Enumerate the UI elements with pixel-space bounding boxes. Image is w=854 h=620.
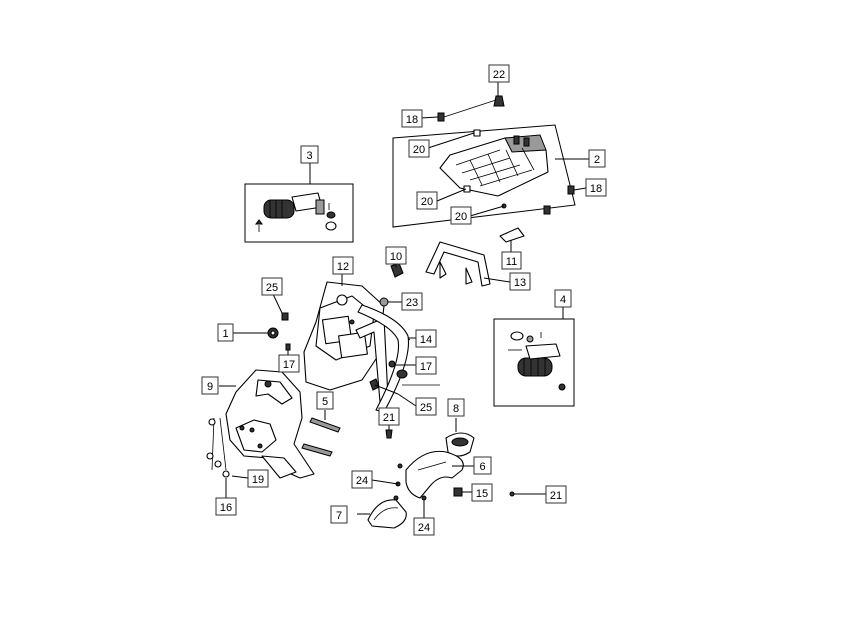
svg-text:9: 9: [207, 381, 213, 393]
part-5-trim-strips: [301, 417, 341, 457]
callout-8: 8: [447, 398, 465, 417]
part-8-cap: [445, 432, 475, 457]
callout-24-lower: 24: [413, 517, 435, 536]
callout-17-left: 17: [278, 354, 300, 373]
svg-text:17: 17: [283, 359, 295, 371]
svg-text:22: 22: [493, 69, 505, 81]
callout-11: 11: [501, 251, 522, 270]
svg-text:13: 13: [514, 277, 526, 289]
svg-text:12: 12: [337, 261, 349, 273]
callout-7: 7: [330, 505, 348, 524]
callout-1: 1: [217, 323, 234, 342]
svg-text:5: 5: [322, 396, 328, 408]
svg-text:20: 20: [455, 211, 467, 223]
callout-15: 15: [471, 483, 493, 502]
svg-text:20: 20: [413, 144, 425, 156]
callout-2: 2: [588, 149, 606, 168]
svg-text:18: 18: [406, 114, 418, 126]
callout-21-center: 21: [378, 407, 400, 426]
callout-25-right: 25: [415, 397, 437, 416]
group-frame-3: [244, 183, 354, 243]
svg-text:14: 14: [420, 334, 432, 346]
group-frame-4: [493, 318, 575, 407]
part-13-bracket: [425, 227, 525, 287]
svg-text:8: 8: [453, 403, 459, 415]
callout-18-right: 18: [585, 178, 607, 197]
callout-25-left: 25: [261, 277, 283, 296]
svg-text:21: 21: [550, 490, 562, 502]
part-9-front-cover: [206, 369, 315, 479]
svg-text:24: 24: [356, 475, 368, 487]
svg-text:10: 10: [390, 251, 402, 263]
svg-text:2: 2: [594, 154, 600, 166]
callout-24-upper: 24: [351, 470, 373, 489]
part-2-handlebar-cover: [437, 95, 575, 215]
part-3-grip-assembly: [255, 192, 337, 232]
svg-text:7: 7: [336, 510, 342, 522]
svg-text:18: 18: [590, 183, 602, 195]
svg-text:11: 11: [506, 256, 517, 268]
callout-10: 10: [385, 246, 407, 265]
part-6-fender: [397, 450, 515, 499]
svg-text:17: 17: [420, 361, 432, 373]
callout-18-top: 18: [401, 109, 423, 128]
callout-12: 12: [332, 256, 354, 275]
callout-20-top: 20: [408, 139, 430, 158]
svg-text:16: 16: [220, 502, 232, 514]
callout-14: 14: [415, 329, 437, 348]
group-frame-2: [392, 124, 576, 228]
svg-text:4: 4: [560, 294, 566, 306]
svg-text:1: 1: [222, 328, 228, 340]
part-10-clip: [390, 262, 404, 278]
callout-20-bottom: 20: [450, 206, 472, 225]
callout-16: 16: [215, 497, 237, 516]
svg-text:25: 25: [266, 282, 278, 294]
svg-text:24: 24: [418, 522, 430, 534]
callout-17-right: 17: [415, 356, 437, 375]
callout-4: 4: [554, 289, 572, 308]
callout-13: 13: [509, 272, 531, 291]
callout-19: 19: [247, 469, 269, 488]
svg-text:6: 6: [479, 461, 485, 473]
callout-22: 22: [488, 64, 510, 83]
svg-text:15: 15: [476, 488, 488, 500]
svg-text:25: 25: [420, 402, 432, 414]
svg-text:19: 19: [252, 474, 264, 486]
callout-21-right: 21: [545, 485, 567, 504]
svg-text:21: 21: [383, 412, 395, 424]
callout-3: 3: [300, 145, 319, 164]
callout-9: 9: [201, 376, 219, 395]
svg-text:3: 3: [306, 150, 312, 162]
leader-lines: [219, 82, 589, 518]
svg-text:23: 23: [406, 297, 418, 309]
callout-5: 5: [316, 391, 334, 410]
callout-6: 6: [473, 456, 492, 475]
part-4-throttle-assembly: [508, 331, 566, 391]
callout-20-mid: 20: [416, 191, 438, 210]
callout-labels: 1 2 3 4 5 6 7: [201, 64, 607, 536]
callout-23: 23: [401, 292, 423, 311]
left-fasteners: [267, 312, 291, 351]
svg-text:20: 20: [421, 196, 433, 208]
